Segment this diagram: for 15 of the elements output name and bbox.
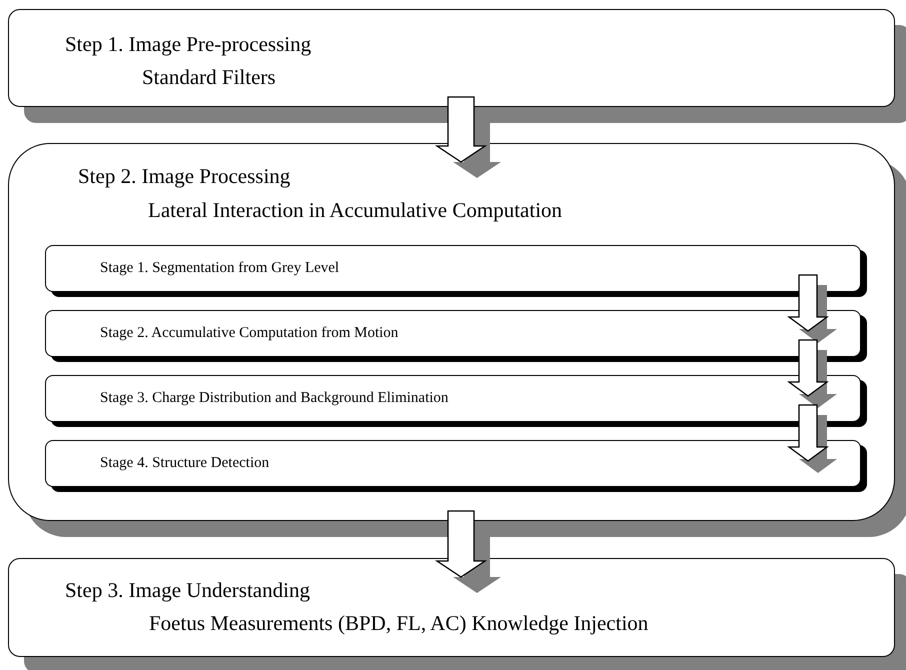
- block-arrow: [434, 96, 501, 178]
- stage-title: Stage 4. Structure Detection: [100, 455, 270, 472]
- step-description: Foetus Measurements (BPD, FL, AC) Knowledge Injection: [149, 611, 648, 636]
- step-title: Step 2. Image Processing: [78, 164, 290, 189]
- block-arrow: [787, 404, 837, 473]
- stage-title: Stage 1. Segmentation from Grey Level: [100, 260, 340, 277]
- step-title: Step 1. Image Pre-processing: [65, 32, 312, 57]
- step-description: Standard Filters: [142, 65, 276, 90]
- stage-title: Stage 3. Charge Distribution and Background Elimination: [100, 390, 448, 407]
- block-arrow: [434, 510, 501, 593]
- step-description: Lateral Interaction in Accumulative Computation: [148, 198, 562, 223]
- block-arrow: [787, 274, 837, 343]
- block-arrow: [787, 339, 837, 408]
- stage-title: Stage 2. Accumulative Computation from Motion: [100, 325, 398, 342]
- step-title: Step 3. Image Understanding: [65, 578, 310, 603]
